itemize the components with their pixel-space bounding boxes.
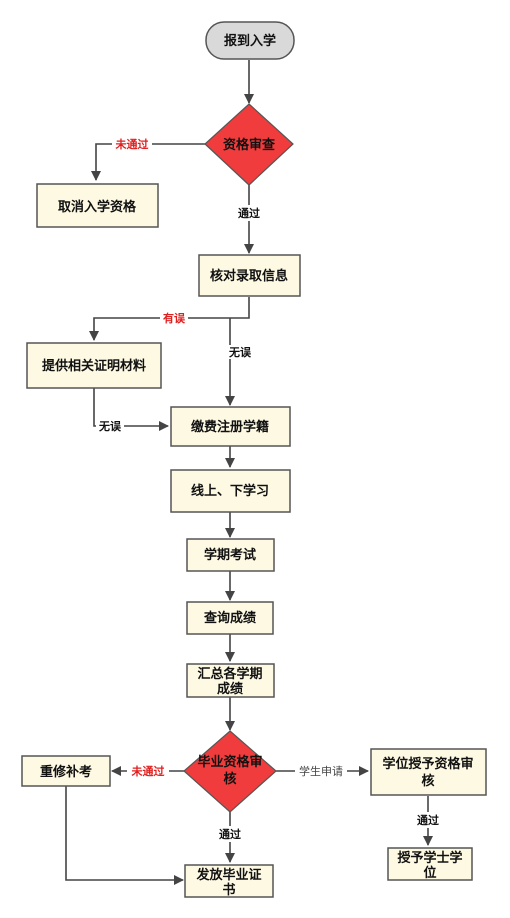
node-degree-grant: 授予学士学 位 (387, 847, 473, 881)
node-qual-check-label: 资格审查 (223, 137, 276, 153)
node-register: 缴费注册学籍 (170, 406, 291, 447)
node-study: 线上、下学习 (170, 469, 291, 513)
node-verify-admission: 核对录取信息 (198, 254, 301, 297)
edge-label-degree-pass: 通过 (417, 813, 439, 827)
node-degree-grant-label-line2: 位 (423, 865, 436, 881)
edge-proof-to-register (93, 388, 169, 431)
node-diploma-label-line1: 发放毕业证 (195, 867, 261, 883)
node-study-label: 线上、下学习 (191, 483, 269, 499)
node-retake-label: 重修补考 (40, 764, 92, 780)
node-enroll: 报到入学 (205, 21, 295, 60)
node-degree-review-label-line2: 核 (421, 773, 434, 789)
edge-label-grad-pass: 通过 (219, 827, 241, 841)
node-summary-label-line1: 汇总各学期 (197, 666, 262, 682)
node-grad-check-label-line2: 核 (223, 771, 236, 787)
node-query-score: 查询成绩 (186, 601, 274, 635)
node-grad-check-label-line1: 毕业资格审 (197, 754, 262, 770)
node-proof-label: 提供相关证明材料 (42, 358, 146, 374)
node-summary: 汇总各学期 成绩 (186, 663, 275, 698)
node-cancel: 取消入学资格 (36, 183, 159, 228)
node-cancel-label: 取消入学资格 (58, 199, 137, 215)
node-proof: 提供相关证明材料 (26, 342, 162, 389)
node-diploma: 发放毕业证 书 (184, 864, 274, 898)
edge-retake-to-diploma (65, 786, 184, 885)
node-exam-label: 学期考试 (204, 547, 256, 563)
node-verify-admission-label: 核对录取信息 (210, 268, 288, 284)
edge-label-info-ok-1: 无误 (228, 345, 252, 359)
node-exam: 学期考试 (186, 538, 275, 572)
node-degree-review-label-line1: 学位授予资格审 (382, 756, 473, 772)
node-degree-grant-label-line1: 授予学士学 (397, 850, 462, 866)
edge-label-info-ok-2: 无误 (98, 419, 122, 433)
node-degree-review: 学位授予资格审 核 (370, 748, 487, 796)
node-enroll-label: 报到入学 (224, 33, 276, 49)
node-grad-check: 毕业资格审 核 (183, 730, 277, 813)
edge-qual-fail (91, 143, 206, 181)
node-query-score-label: 查询成绩 (203, 610, 256, 626)
edge-label-grad-fail: 未通过 (131, 764, 165, 778)
edge-label-info-error: 有误 (163, 311, 186, 325)
edge-label-grad-apply: 学生申请 (299, 764, 343, 778)
edge-label-qual-pass: 通过 (238, 206, 260, 220)
node-diploma-label-line2: 书 (222, 882, 235, 898)
node-retake: 重修补考 (21, 755, 111, 787)
edge-label-qual-fail: 未通过 (115, 137, 149, 151)
node-summary-label-line2: 成绩 (217, 681, 243, 697)
node-register-label: 缴费注册学籍 (191, 419, 269, 435)
node-qual-check: 资格审查 (204, 103, 294, 186)
